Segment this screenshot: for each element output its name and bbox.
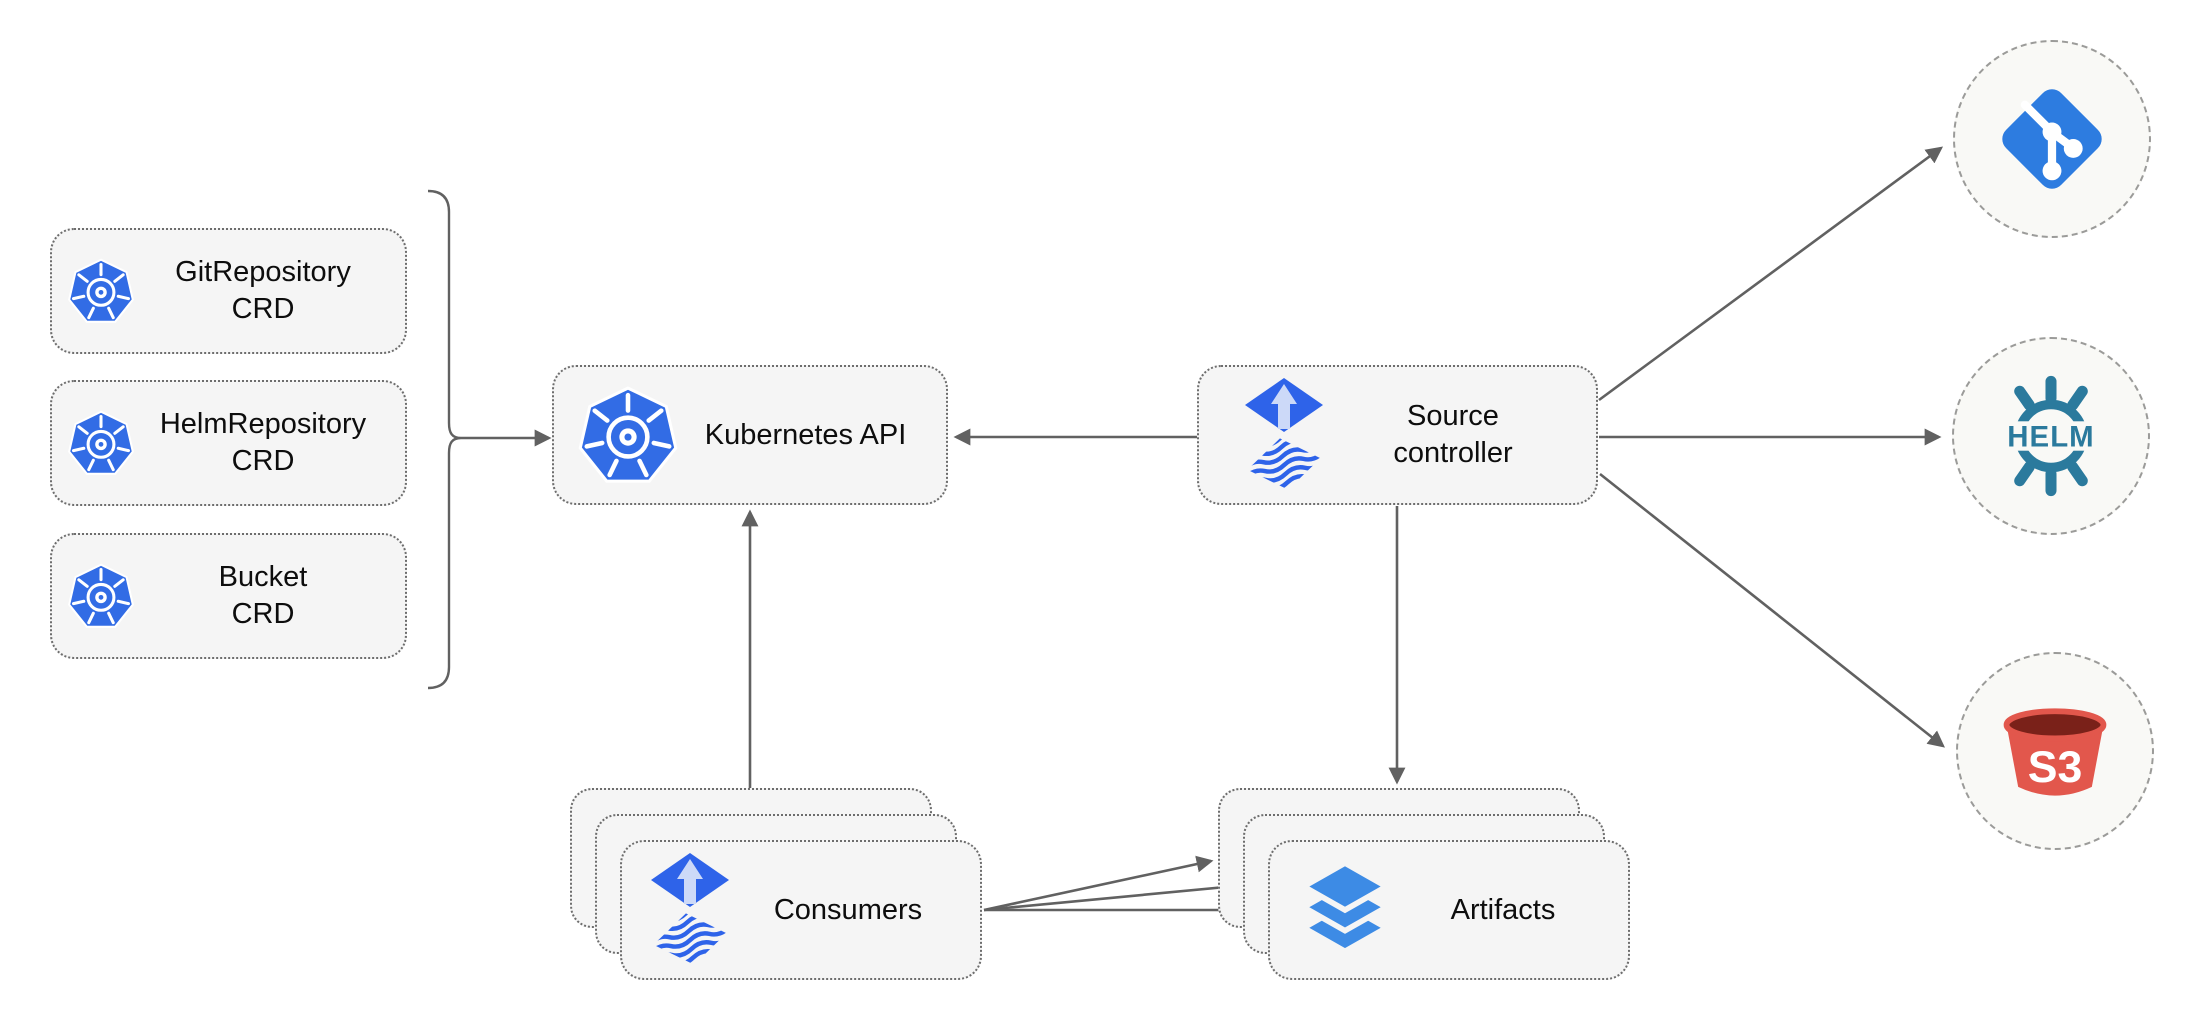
node-artifacts: Artifacts bbox=[1268, 840, 1630, 980]
endpoint-git bbox=[1953, 40, 2151, 238]
endpoint-helm: HELM bbox=[1952, 337, 2150, 535]
bracket bbox=[427, 189, 462, 690]
node-label: Kubernetes API bbox=[704, 418, 907, 451]
kubernetes-icon bbox=[68, 258, 134, 323]
node-bucket-crd: Bucket CRD bbox=[50, 533, 407, 659]
git-icon bbox=[2002, 89, 2102, 189]
node-helmrepository-crd: HelmRepository CRD bbox=[50, 380, 407, 506]
node-kubernetes-api: Kubernetes API bbox=[552, 365, 948, 505]
arrow-source-to-git bbox=[1598, 146, 1944, 402]
helm-icon: HELM bbox=[2000, 375, 2102, 497]
node-gitrepository-crd: GitRepository CRD bbox=[50, 228, 407, 354]
node-label: Consumers bbox=[773, 893, 923, 926]
node-label: Artifacts bbox=[1450, 893, 1556, 926]
kubernetes-icon bbox=[68, 563, 134, 628]
node-source-controller: Source controller bbox=[1197, 365, 1598, 505]
node-consumers: Consumers bbox=[620, 840, 982, 980]
kubernetes-icon bbox=[578, 386, 678, 483]
arrow-consumers-to-artifacts-2 bbox=[983, 878, 1239, 912]
kubernetes-icon bbox=[68, 410, 134, 475]
flux-icon bbox=[1244, 378, 1324, 492]
endpoint-s3: S3 bbox=[1956, 652, 2154, 850]
node-label: Bucket CRD bbox=[218, 561, 308, 630]
node-label: HelmRepository CRD bbox=[159, 408, 367, 477]
s3-bucket-icon: S3 bbox=[2003, 708, 2107, 796]
s3-label: S3 bbox=[2028, 743, 2083, 792]
layers-icon bbox=[1298, 859, 1392, 955]
node-label: GitRepository CRD bbox=[175, 256, 351, 325]
arrow-consumers-to-artifacts-1 bbox=[983, 855, 1214, 912]
node-label: Source controller bbox=[1393, 400, 1513, 469]
arrow-source-to-s3 bbox=[1599, 472, 1945, 748]
flux-icon bbox=[650, 853, 730, 967]
helm-label: HELM bbox=[2007, 421, 2094, 454]
